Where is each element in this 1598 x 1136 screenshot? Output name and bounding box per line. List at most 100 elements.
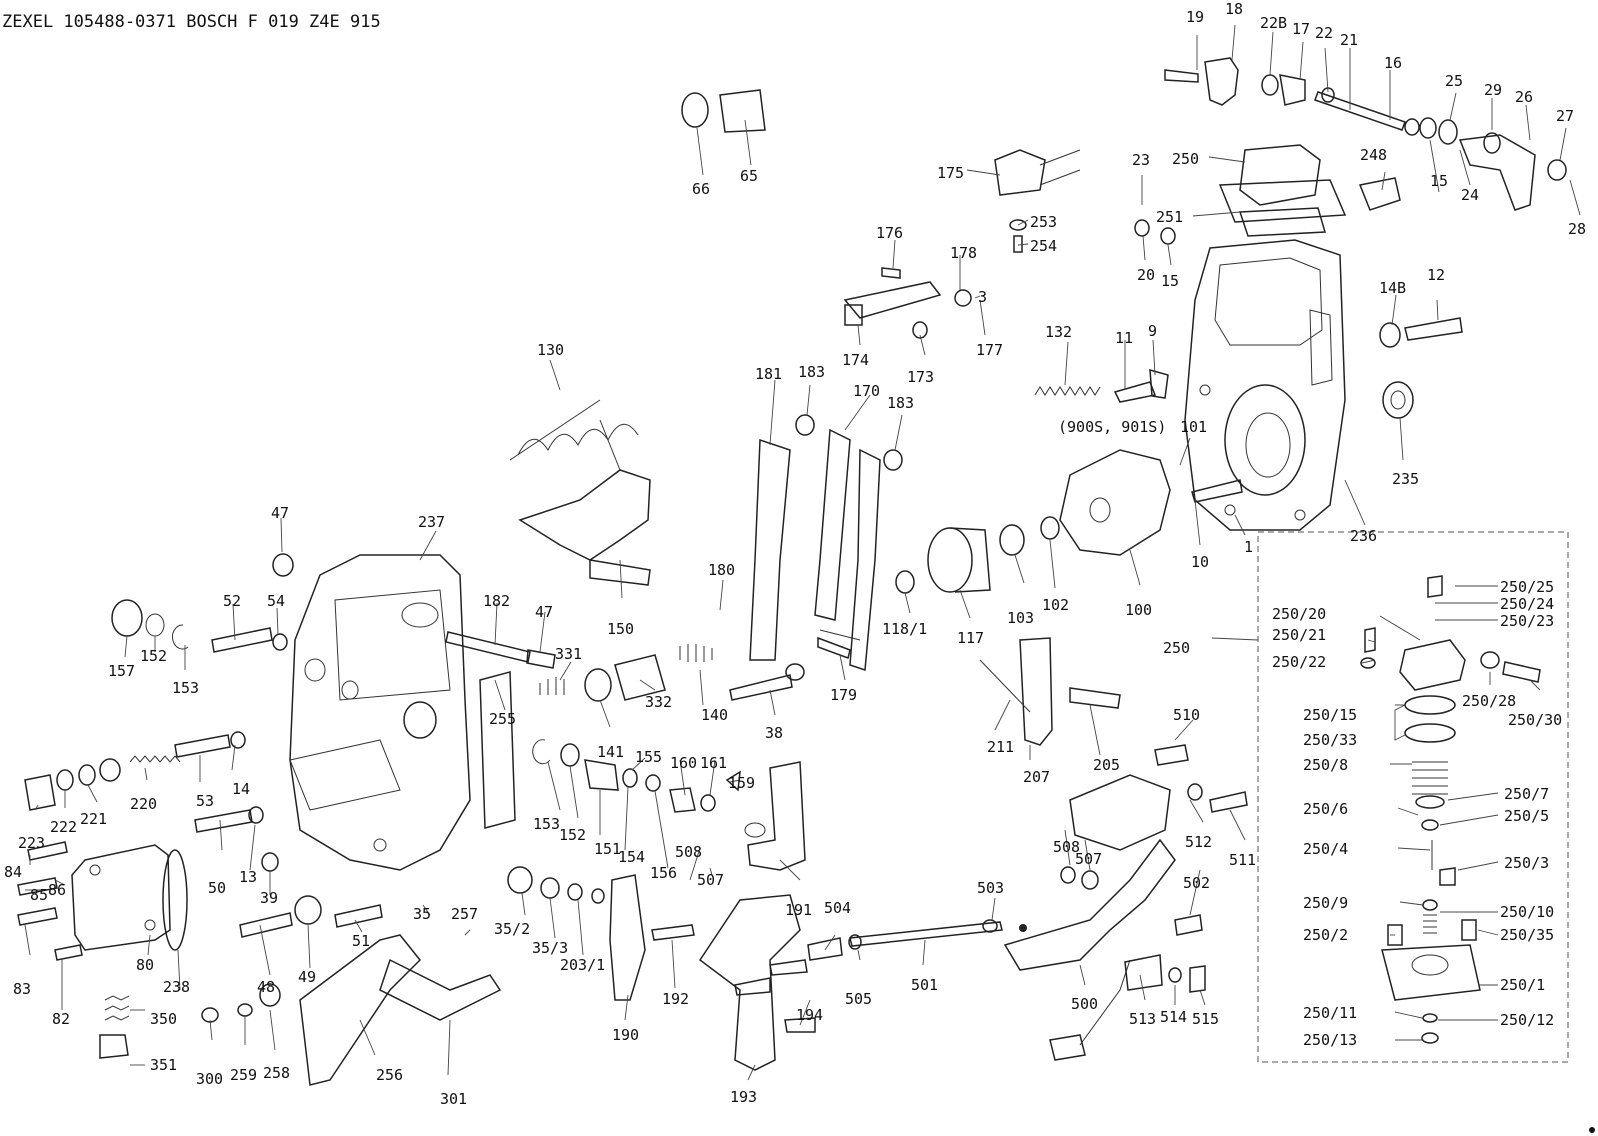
part-label-83: 83 xyxy=(13,980,31,998)
lever-175 xyxy=(994,149,1081,253)
part-label-21: 21 xyxy=(1340,31,1358,49)
part-label-84: 84 xyxy=(4,863,22,881)
part-label-250-5: 250/5 xyxy=(1504,807,1549,825)
part-label-157: 157 xyxy=(108,662,135,680)
part-label-35: 35 xyxy=(413,905,431,923)
part-label-205: 205 xyxy=(1093,756,1120,774)
rod-501 xyxy=(807,919,1027,961)
part-label-300: 300 xyxy=(196,1070,223,1088)
part-label-502: 502 xyxy=(1183,874,1210,892)
part-label-351: 351 xyxy=(150,1056,177,1074)
part-label-177: 177 xyxy=(976,341,1003,359)
part-label-258: 258 xyxy=(263,1064,290,1082)
part-label-508b: 508 xyxy=(1053,838,1080,856)
part-label-47b: 47 xyxy=(535,603,553,621)
part-label-257: 257 xyxy=(451,905,478,923)
lever-190 xyxy=(609,874,646,1001)
part-label-301: 301 xyxy=(440,1090,467,1108)
part-label-66: 66 xyxy=(692,180,710,198)
part-label-259: 259 xyxy=(230,1066,257,1084)
part-label-80: 80 xyxy=(136,956,154,974)
part-label-250-28: 250/28 xyxy=(1462,692,1516,710)
part-label-250b: 250 xyxy=(1163,639,1190,657)
lever-150 xyxy=(518,419,651,586)
governor-housing-237 xyxy=(289,554,471,871)
part-label-118-1: 118/1 xyxy=(882,620,927,638)
part-label-174: 174 xyxy=(842,351,869,369)
lever-500 xyxy=(1003,744,1248,1061)
adjuster-331-332-140 xyxy=(539,644,805,702)
seal-235 xyxy=(1382,381,1414,419)
part-label-221: 221 xyxy=(80,810,107,828)
part-label-182: 182 xyxy=(483,592,510,610)
cover-80 xyxy=(17,841,188,961)
part-label-3: 3 xyxy=(978,288,987,306)
part-label-152a: 152 xyxy=(140,647,167,665)
part-label-250-6: 250/6 xyxy=(1303,800,1348,818)
part-label-130: 130 xyxy=(537,341,564,359)
part-label-14: 14 xyxy=(232,780,250,798)
part-label-22B: 22B xyxy=(1260,14,1287,32)
part-label-250-20: 250/20 xyxy=(1272,605,1326,623)
part-label-236: 236 xyxy=(1350,527,1377,545)
part-label-250a: 250 xyxy=(1172,150,1199,168)
part-label-51: 51 xyxy=(352,932,370,950)
part-label-250-3: 250/3 xyxy=(1504,854,1549,872)
part-label-510: 510 xyxy=(1173,706,1200,724)
part-labels: 19 18 22B 17 22 21 16 25 29 26 27 28 24 … xyxy=(4,0,1586,1108)
part-label-207: 207 xyxy=(1023,768,1050,786)
part-label-18: 18 xyxy=(1225,0,1243,18)
part-label-141: 141 xyxy=(597,743,624,761)
part-label-237: 237 xyxy=(418,513,445,531)
part-label-85: 85 xyxy=(30,886,48,904)
part-label-50: 50 xyxy=(208,879,226,897)
part-label-153b: 153 xyxy=(533,815,560,833)
bolt-10 xyxy=(1191,479,1243,503)
part-label-248: 248 xyxy=(1360,146,1387,164)
part-label-220: 220 xyxy=(130,795,157,813)
part-label-9: 9 xyxy=(1148,322,1157,340)
part-label-250-25: 250/25 xyxy=(1500,578,1554,596)
part-label-29: 29 xyxy=(1484,81,1502,99)
bracket-256 xyxy=(201,934,502,1086)
shaft-182 xyxy=(445,631,556,669)
valve-250-top xyxy=(1134,144,1401,245)
screw-350-351 xyxy=(99,995,130,1059)
bracket-174 xyxy=(843,267,972,339)
bolt-12-washer-14B xyxy=(1379,317,1463,348)
part-label-211: 211 xyxy=(987,738,1014,756)
part-label-132: 132 xyxy=(1045,323,1072,341)
part-label-183a: 183 xyxy=(798,363,825,381)
part-label-250-22: 250/22 xyxy=(1272,653,1326,671)
part-label-153a: 153 xyxy=(172,679,199,697)
part-label-65: 65 xyxy=(740,167,758,185)
part-label-253: 253 xyxy=(1030,213,1057,231)
part-label-155: 155 xyxy=(635,748,662,766)
plug-157-rings xyxy=(111,599,189,650)
part-label-160: 160 xyxy=(670,754,697,772)
valve-stack-35 xyxy=(507,866,605,904)
sleeve-117-102-103 xyxy=(895,516,1060,594)
part-label-12: 12 xyxy=(1427,266,1445,284)
part-label-250-35: 250/35 xyxy=(1500,926,1554,944)
part-label-250-7: 250/7 xyxy=(1504,785,1549,803)
part-label-24: 24 xyxy=(1461,186,1479,204)
part-label-102: 102 xyxy=(1042,596,1069,614)
part-label-255: 255 xyxy=(489,710,516,728)
part-label-181: 181 xyxy=(755,365,782,383)
part-label-192: 192 xyxy=(662,990,689,1008)
part-label-505: 505 xyxy=(845,990,872,1008)
part-label-140: 140 xyxy=(701,706,728,724)
part-label-150: 150 xyxy=(607,620,634,638)
governor-cover-housing xyxy=(1184,239,1346,531)
part-label-250-24: 250/24 xyxy=(1500,595,1554,613)
part-label-27: 27 xyxy=(1556,107,1574,125)
part-label-250-30: 250/30 xyxy=(1508,711,1562,729)
part-label-54: 54 xyxy=(267,592,285,610)
part-label-250-11: 250/11 xyxy=(1303,1004,1357,1022)
part-label-504: 504 xyxy=(824,899,851,917)
part-label-250-23: 250/23 xyxy=(1500,612,1554,630)
part-label-250-33: 250/33 xyxy=(1303,731,1357,749)
part-label-331: 331 xyxy=(555,645,582,663)
part-label-23: 23 xyxy=(1132,151,1150,169)
